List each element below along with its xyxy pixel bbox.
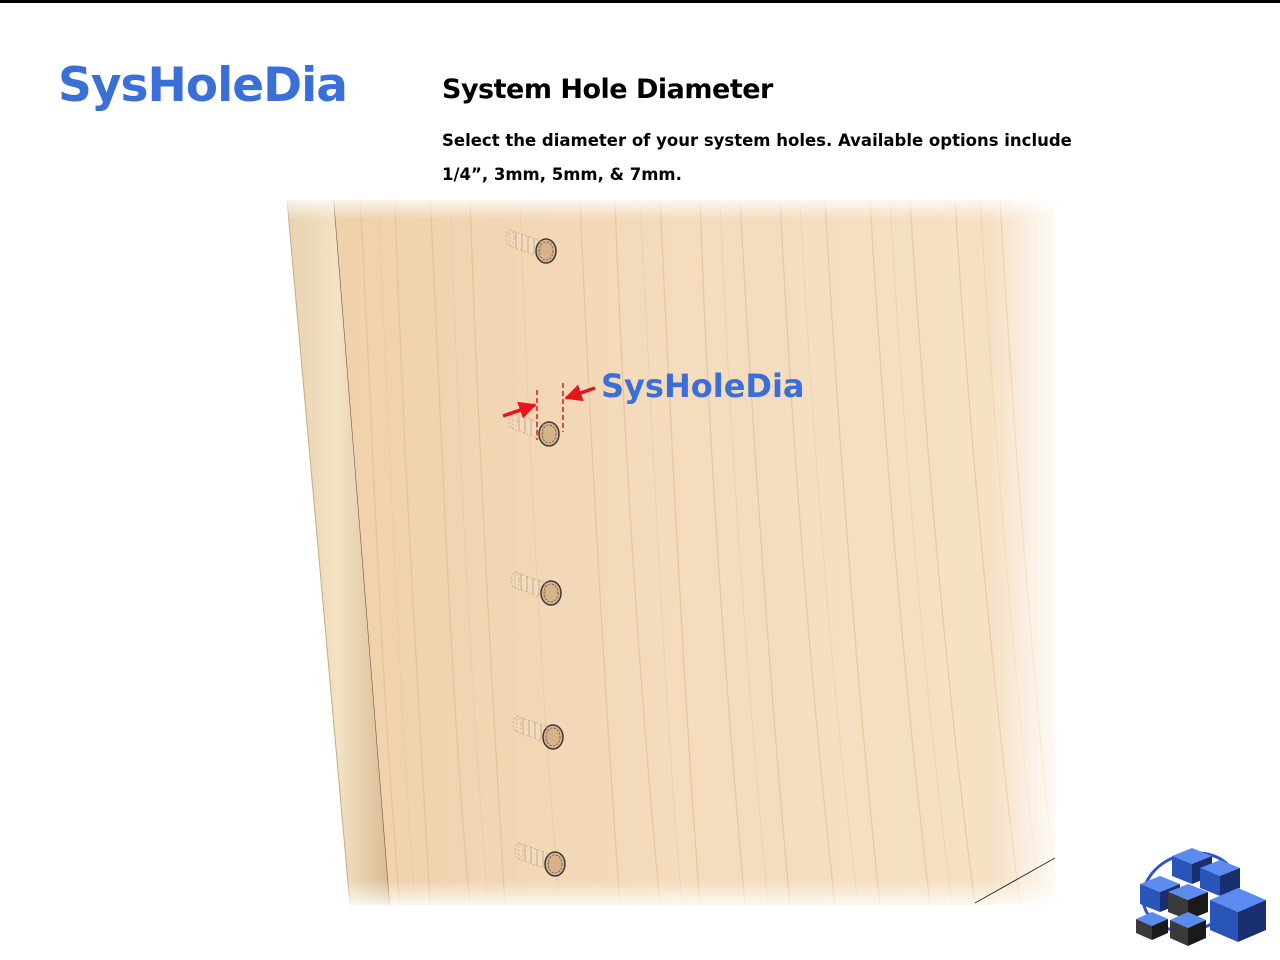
description-line-1: Select the diameter of your system holes…	[442, 131, 1072, 150]
top-rule	[0, 0, 1280, 3]
wood-grain	[359, 200, 1055, 905]
panel-edge	[287, 200, 390, 905]
cube-grid-logo-icon	[1136, 848, 1266, 946]
description: Select the diameter of your system holes…	[442, 124, 1082, 192]
page-title: System Hole Diameter	[442, 74, 773, 105]
panel-face	[334, 200, 1055, 905]
dimension-marker	[502, 383, 596, 440]
dimension-label: SysHoleDia	[601, 367, 805, 405]
description-line-2: 1/4”, 3mm, 5mm, & 7mm.	[442, 165, 682, 184]
parameter-name: SysHoleDia	[58, 58, 348, 113]
